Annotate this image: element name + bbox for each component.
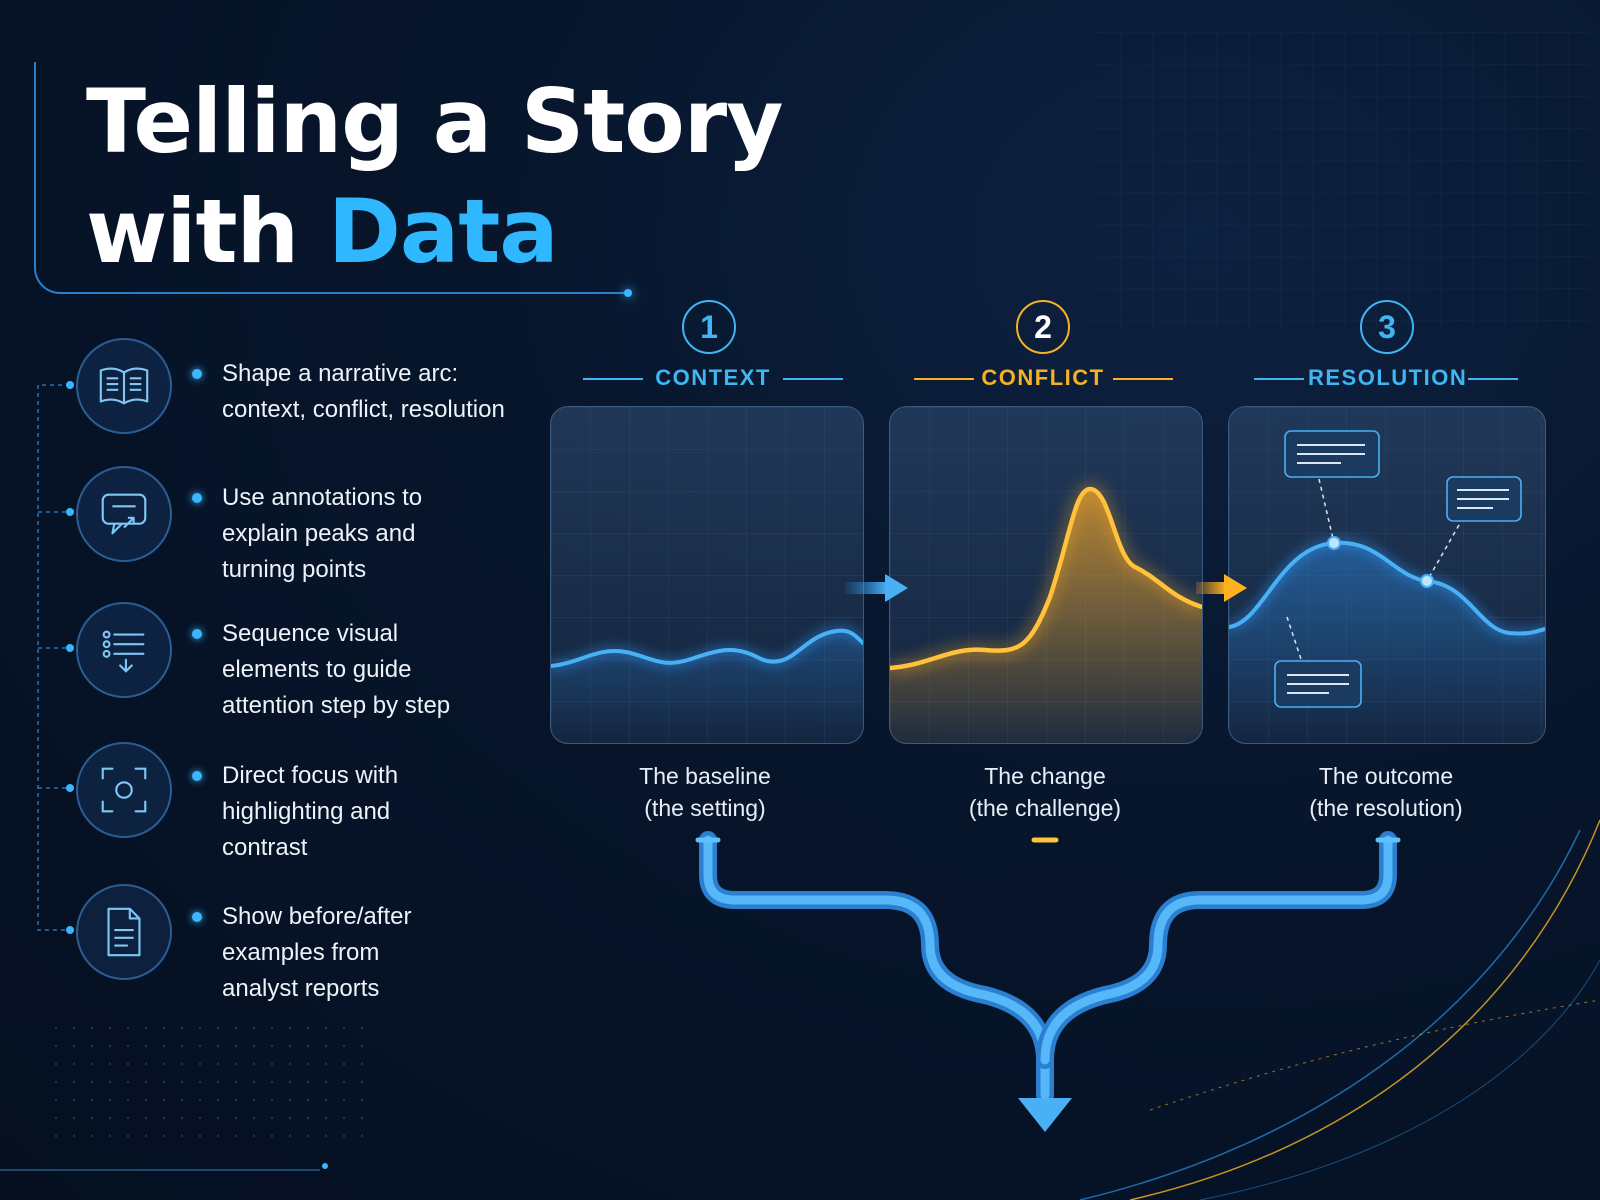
header-rule [1468,378,1518,380]
header-rule [783,378,843,380]
arrow-conflict-to-resolution [1196,574,1247,602]
caption-conflict: The change(the challenge) [968,763,1122,821]
focus-frame-icon [76,742,172,838]
annotation-callout [1274,660,1362,708]
step-heading-resolution: RESOLUTION [1308,365,1468,390]
bullet-connector-line [37,384,70,931]
bullet-text-1: Shape a narrative arc:context, conflict,… [222,360,505,423]
annotation-point [1327,536,1341,550]
header-rule [1113,378,1173,380]
header-rule [1254,378,1304,380]
bg-arc-amber [1129,819,1600,1200]
bullet-dot [192,493,202,503]
step-heading-conflict: CONFLICT [981,365,1105,390]
bullet-dot [192,912,202,922]
step-heading-context: CONTEXT [655,365,771,390]
bg-arc-blue-2 [1199,959,1600,1200]
bullet-connector-branches [38,511,70,789]
context-panel [550,406,864,744]
resolution-curve-line [1229,540,1545,636]
bullet-dot [192,771,202,781]
bg-line-dot [322,1163,328,1169]
step-number-2: 2 [1016,300,1070,354]
step-number-3: 3 [1360,300,1414,354]
bg-grid [1090,30,1590,330]
annotation-point [1420,574,1434,588]
header-rule [914,378,974,380]
page-title-line-1: Telling a Story [86,70,783,173]
conflict-spike-line [890,486,1202,671]
open-book-icon [76,338,172,434]
annotation-callout [1446,476,1522,522]
context-baseline-line [551,628,863,668]
resolution-panel [1228,406,1546,744]
step-number-1: 1 [682,300,736,354]
caption-context: The baseline(the setting) [639,763,771,821]
arrow-context-to-conflict [845,574,908,602]
bullet-dot [192,629,202,639]
annotation-bubble-icon [76,466,172,562]
converging-arrows [695,831,1401,1104]
ordered-list-icon [76,602,172,698]
bg-arc-dotted [1149,999,1600,1111]
down-arrow-head [1018,1098,1072,1132]
header-rule [583,378,643,380]
caption-resolution: The outcome(the resolution) [1309,763,1463,821]
annotation-callout [1284,430,1380,478]
conflict-panel [889,406,1203,744]
title-accent: Data [327,180,559,283]
page-title-line-2: with Data [86,188,559,276]
document-icon [76,884,172,980]
title-plain: with [86,180,328,283]
bg-dot-grid [40,1015,370,1145]
bg-arc-blue [1079,829,1581,1200]
bullet-dot [192,369,202,379]
title-frame [34,62,632,297]
